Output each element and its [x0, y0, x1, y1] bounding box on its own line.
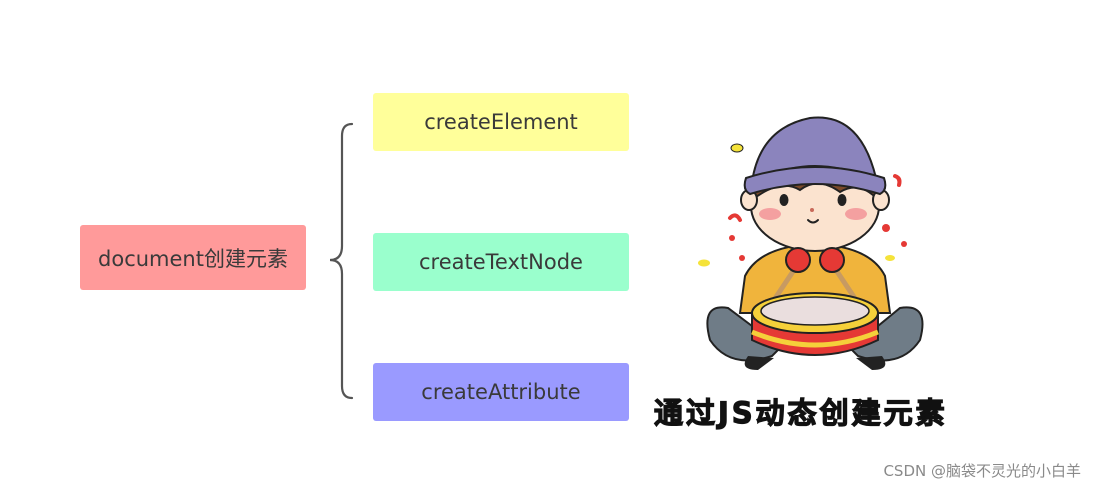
child-node-create-text-node: createTextNode	[373, 233, 629, 291]
watermark: CSDN @脑袋不灵光的小白羊	[883, 462, 1081, 480]
illustration-caption: 通过JS动态创建元素	[653, 395, 948, 430]
child-node-label: createTextNode	[419, 250, 583, 274]
child-node-create-element: createElement	[373, 93, 629, 151]
connector-brace	[329, 122, 354, 400]
child-node-label: createElement	[424, 110, 578, 134]
child-node-label: createAttribute	[421, 380, 581, 404]
brace-path	[329, 122, 354, 400]
child-node-create-attribute: createAttribute	[373, 363, 629, 421]
root-node-label: document创建元素	[98, 246, 288, 271]
root-node-document: document创建元素	[80, 225, 306, 290]
boy-drumming-icon	[698, 116, 924, 370]
